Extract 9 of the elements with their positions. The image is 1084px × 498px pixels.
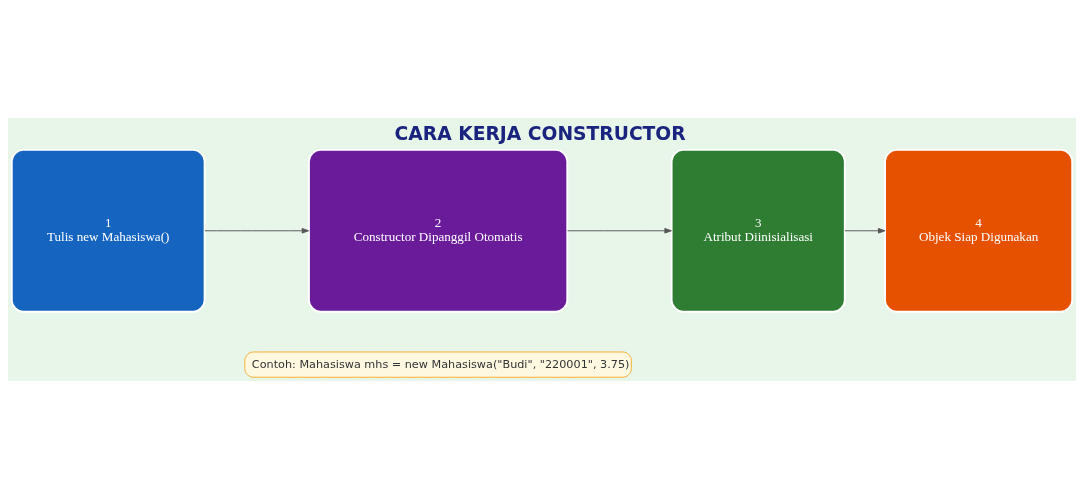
node-box: 1 Tulis new Mahasiswa() (10, 148, 206, 313)
arrow (204, 227, 310, 234)
arrow (567, 227, 672, 234)
node-box: 4 Objek Siap Digunakan (884, 148, 1074, 313)
node-box: 2 Constructor Dipanggil Otomatis (308, 148, 569, 313)
label: Contoh: Mahasiswa mhs = new Mahasiswa("Budi", "220001", 3.75) (251, 357, 630, 371)
arrow (844, 227, 886, 234)
diagram-title: CARA KERJA CONSTRUCTOR (394, 122, 686, 144)
node-box: 3 Atribut Diinisialisasi (670, 148, 846, 313)
